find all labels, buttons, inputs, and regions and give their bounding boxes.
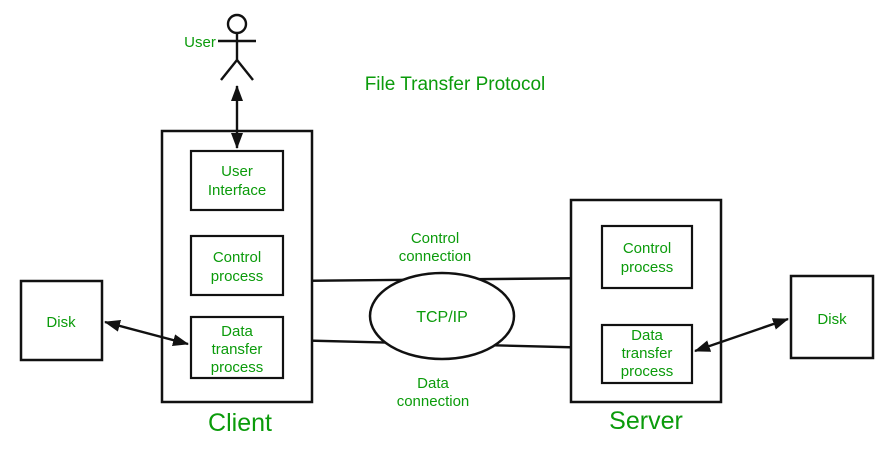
diagram-title: File Transfer Protocol xyxy=(365,74,546,95)
control-connection-label-line2: connection xyxy=(399,248,472,265)
disk-right-box xyxy=(789,274,875,360)
client-control-process-box xyxy=(189,234,285,297)
data-connection-label: Data connection xyxy=(397,375,470,410)
user-label: User xyxy=(184,34,216,51)
control-connection-label: Control connection xyxy=(399,230,472,265)
client-disk-arrow xyxy=(104,320,189,346)
client-user-interface-label-line2: Interface xyxy=(208,182,266,199)
tcpip-ellipse xyxy=(368,271,516,361)
disk-left-box xyxy=(19,279,104,362)
server-data-transfer-label-line1: Data xyxy=(631,327,663,344)
data-connection-label-line2: connection xyxy=(397,393,470,410)
server-control-process-box xyxy=(600,224,694,290)
user-actor-head xyxy=(226,13,248,35)
server-data-transfer-label-line3: process xyxy=(621,363,674,380)
control-connection-label-line1: Control xyxy=(411,230,459,247)
client-data-transfer-label-line2: transfer xyxy=(212,341,263,358)
server-control-process-label-line2: process xyxy=(621,259,674,276)
user-actor-right-leg xyxy=(236,59,254,81)
disk-left-label: Disk xyxy=(46,314,76,331)
client-data-transfer-label-line1: Data xyxy=(221,323,253,340)
server-label: Server xyxy=(609,407,683,435)
tcpip-label: TCP/IP xyxy=(416,309,468,326)
client-label: Client xyxy=(208,409,272,437)
client-control-process-label-line1: Control xyxy=(213,249,261,266)
server-disk-arrow xyxy=(694,317,789,353)
disk-right-label: Disk xyxy=(817,311,847,328)
client-control-process-label-line2: process xyxy=(211,268,264,285)
client-user-interface-box xyxy=(189,149,285,212)
user-actor-left-leg xyxy=(220,59,238,81)
client-user-interface-label-line1: User xyxy=(221,163,253,180)
server-data-transfer-label-line2: transfer xyxy=(622,345,673,362)
server-control-process-label-line1: Control xyxy=(623,240,671,257)
data-connection-label-line1: Data xyxy=(417,375,449,392)
server-data-transfer-box xyxy=(600,323,694,385)
user-actor xyxy=(218,13,256,81)
client-data-transfer-label-line3: process xyxy=(211,359,264,376)
client-data-transfer-box xyxy=(189,315,285,380)
